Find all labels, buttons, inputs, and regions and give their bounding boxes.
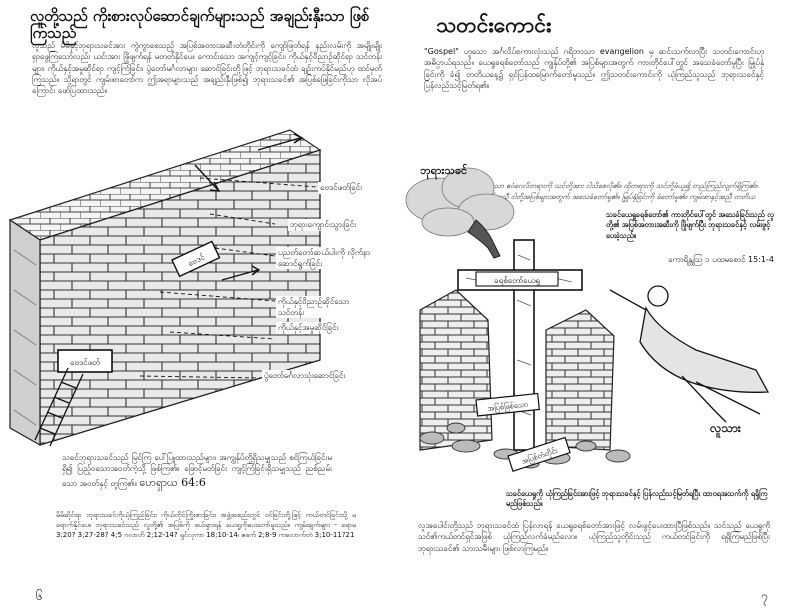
right-page: သတင်းကောင်း "Gospel" ဟူသော အင်္ဂလိပ်စကား… [396, 0, 792, 612]
stone-label-sin: အပြစ်ဖြစ်သော [475, 392, 540, 417]
label-fortune-telling: ဗေဒင်ဖတ်ခြင်း [318, 182, 365, 194]
ladder-icon [34, 367, 84, 447]
book-icon: ဗေဒင် [171, 240, 221, 278]
brick-wall-illustration: ဗေဒင် ဗေဒင်ဖတ် [8, 129, 331, 447]
right-page-number: ၇ [761, 589, 768, 603]
label-sacraments: ပွဲတော်မင်္ဂလာသုံးဆောင်ခြင်း [262, 370, 348, 382]
man-label: လူသား [710, 421, 741, 435]
left-quote-text: သခင်ဘုရားသခင်သည် မြင်ကြ ပေါ်ပြူထားသည်မျာ… [62, 453, 332, 488]
bottom-caption: သခင်ယေရှုကို ယုံကြည်ခြင်းအားဖြင့် ဘုရားသ… [506, 489, 768, 509]
left-intro-paragraph: လူသည် မိမိနှင့်ဘုရားသခင်အား ကွဲကွာစေသည့်… [32, 41, 382, 96]
book-icon: ဗေဒင်ဖတ် [57, 349, 113, 373]
left-page-number: ၆ [36, 589, 43, 603]
right-intro-paragraph: "Gospel" ဟူသော အင်္ဂလိပ်စကားလုံးသည် ဂရိဘ… [424, 47, 764, 91]
label-ten-commandments: ပညတ်တော်ဆယ်ပါးကို လိုက်နာဆောင်ရွက်ခြင်း [276, 247, 390, 270]
wall-word-2: ဗေဒင်ဖတ် [70, 357, 100, 367]
figure-caption-right: သခင်ယေရှုခရစ်တော်၏ ကားတိုင်ပေါ်တွင် အသေခ… [606, 210, 774, 240]
human-figure-icon [609, 285, 770, 423]
label-self-effort: ကိုယ်နှင့်အမှုဆိုင်ခြင်း [276, 322, 341, 334]
left-page: လူတို့သည် ကိုးစားလုပ်ဆောင်ချက်များသည် အခ… [8, 7, 390, 603]
right-page-title: သတင်းကောင်း [436, 13, 552, 37]
left-page-title: လူတို့သည် ကိုးစားလုပ်ဆောင်ချက်များသည် အခ… [30, 7, 370, 42]
cross-sign-text: ခရစ်တော်ယေရှု [494, 275, 540, 287]
broken-wall-left [419, 289, 493, 451]
label-church-going: ဘုရားကျောင်းသွားခြင်း [288, 219, 359, 231]
broken-wall-right [545, 309, 615, 451]
rubble [419, 422, 631, 469]
left-notes: မိမိဆိုင်ရာ ဘုရားသခင်ကိုယုံကြည်ခြင်း၊ ကိ… [56, 511, 356, 540]
label-spiritual-course: ကိုယ်နှင့်ဝိညာဉ်ဆိုင်သော သင်တန်း [276, 296, 380, 319]
cloud-label-god: ဘုရားသခင် [420, 164, 468, 177]
hand-icon [467, 219, 501, 259]
right-outro-paragraph: လူအပေါင်းတို့သည် ဘုရားသခင်ထံ ပြန်လာရန် ယ… [418, 521, 770, 553]
left-quote-ref: ဟေရှာယ 64:6 [139, 475, 206, 489]
left-quote: သခင်ဘုရားသခင်သည် မြင်ကြ ပေါ်ပြူထားသည်မျာ… [62, 452, 332, 490]
cross-illustration: ခရစ်တော်ယေရှု အပြစ်ဖြစ်သော အပြစ်တံတိုင်း [405, 167, 770, 472]
wall-side [9, 218, 41, 447]
scripture-reference: ကောရိန္သုသြ ၁ ပထမစောင် 15:1-4 [668, 255, 774, 264]
cross-sign [475, 271, 559, 287]
